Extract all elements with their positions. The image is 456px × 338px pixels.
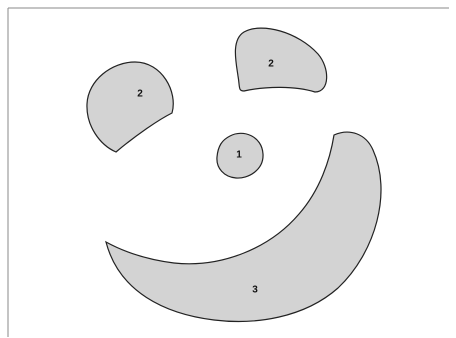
label-top-right-blob: 2 bbox=[268, 59, 274, 70]
shape-left-blob bbox=[87, 62, 173, 152]
shape-top-right-blob bbox=[235, 28, 326, 92]
label-left-blob: 2 bbox=[137, 89, 143, 100]
label-center-blob: 1 bbox=[236, 150, 242, 161]
label-crescent: 3 bbox=[252, 285, 258, 296]
